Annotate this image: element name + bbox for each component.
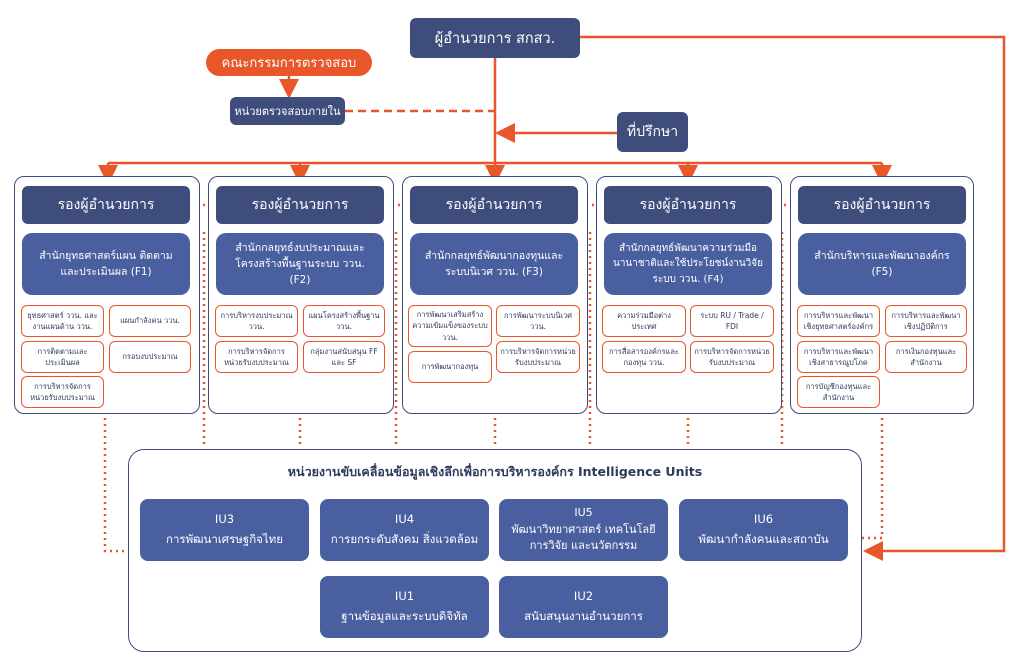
unit-f2-2: แผนโครงสร้างพื้นฐาน ววน. [303, 305, 385, 337]
deputy-director-f5: รองผู้อำนวยการ [798, 186, 966, 224]
internal-audit-box: หน่วยตรวจสอบภายใน [230, 97, 345, 125]
office-f4: สำนักกลยุทธ์พัฒนาความร่วมมือนานาชาติและใ… [604, 233, 772, 295]
iu3-box: IU3 การพัฒนาเศรษฐกิจไทย [140, 499, 309, 561]
iu2-code: IU2 [573, 589, 594, 604]
office-f5: สำนักบริหารและพัฒนาองค์กร (F5) [798, 233, 966, 295]
iu1-box: IU1 ฐานข้อมูลและระบบดิจิทัล [320, 576, 489, 638]
unit-f4-3: การสื่อสารองค์กรและกองทุน ววน. [602, 341, 686, 373]
office-f1: สำนักยุทธศาสตร์แผน ติดตามและประเมินผล (F… [22, 233, 190, 295]
iu6-box: IU6 พัฒนากำลังคนและสถาบัน [679, 499, 848, 561]
iu3-name: การพัฒนาเศรษฐกิจไทย [165, 532, 284, 546]
iu6-name: พัฒนากำลังคนและสถาบัน [698, 532, 829, 546]
unit-f2-4: กลุ่มงานสนับสนุน FF และ SF [303, 341, 385, 373]
deputy-director-f4: รองผู้อำนวยการ [604, 186, 772, 224]
iu2-box: IU2 สนับสนุนงานอำนวยการ [499, 576, 668, 638]
unit-f5-4: การเงินกองทุนและสำนักงาน [885, 341, 967, 373]
unit-f3-4: การบริหารจัดการหน่วยรับงบประมาณ [496, 341, 580, 373]
unit-f2-1: การบริหารงบประมาณ ววน. [215, 305, 298, 337]
unit-f3-1: การพัฒนาเสริมสร้างความเข้มแข็งของระบบ วว… [408, 305, 492, 347]
unit-f5-3: การบริหารและพัฒนาเชิงสาธารณูปโภค [797, 341, 880, 373]
audit-committee-box: คณะกรรมการตรวจสอบ [206, 49, 372, 76]
unit-f1-1: ยุทธศาสตร์ ววน. และงานแผนด้าน ววน. [21, 305, 104, 337]
unit-f5-5: การบัญชีกองทุนและสำนักงาน [797, 376, 880, 408]
iu1-name: ฐานข้อมูลและระบบดิจิทัล [341, 609, 468, 623]
unit-f4-4: การบริหารจัดการหน่วยรับงบประมาณ [690, 341, 774, 373]
unit-f2-3: การบริหารจัดการหน่วยรับงบประมาณ [215, 341, 298, 373]
iu5-code: IU5 [574, 506, 593, 520]
deputy-director-f2: รองผู้อำนวยการ [216, 186, 384, 224]
intelligence-units-title: หน่วยงานขับเคลื่อนข้อมูลเชิงลึกเพื่อการบ… [287, 464, 703, 479]
unit-f5-1: การบริหารและพัฒนาเชิงยุทธศาสตร์องค์กร [797, 305, 880, 337]
unit-f5-2: การบริหารและพัฒนาเชิงปฏิบัติการ [885, 305, 967, 337]
office-f2: สำนักกลยุทธ์งบประมาณและโครงสร้างพื้นฐานร… [216, 233, 384, 295]
unit-f1-4: กรอบงบประมาณ [109, 341, 191, 373]
unit-f1-5: การบริหารจัดการหน่วยรับงบประมาณ [21, 376, 104, 408]
iu3-code: IU3 [214, 512, 235, 527]
iu1-code: IU1 [394, 589, 415, 604]
iu4-code: IU4 [394, 512, 415, 527]
advisor-box: ที่ปรึกษา [617, 112, 688, 152]
unit-f1-2: แผนกำลังคน ววน. [109, 305, 191, 337]
unit-f4-1: ความร่วมมือต่างประเทศ [602, 305, 686, 337]
unit-f4-2: ระบบ RU / Trade / FDI [690, 305, 774, 337]
office-f3: สำนักกลยุทธ์พัฒนากองทุนและระบบนิเวศ ววน.… [410, 233, 578, 295]
unit-f3-3: การพัฒนากองทุน [408, 351, 492, 383]
iu6-code: IU6 [753, 512, 774, 527]
iu5-name: พัฒนาวิทยาศาสตร์ เทคโนโลยี การวิจัย และน… [511, 522, 656, 553]
iu2-name: สนับสนุนงานอำนวยการ [524, 609, 643, 623]
director-box: ผู้อำนวยการ สกสว. [410, 18, 580, 58]
iu4-name: การยกระดับสังคม สิ่งแวดล้อม [330, 532, 479, 546]
deputy-director-f3: รองผู้อำนวยการ [410, 186, 578, 224]
unit-f3-2: การพัฒนาระบบนิเวศ ววน. [496, 305, 580, 337]
iu5-box: IU5 พัฒนาวิทยาศาสตร์ เทคโนโลยี การวิจัย … [499, 499, 668, 561]
deputy-director-f1: รองผู้อำนวยการ [22, 186, 190, 224]
iu4-box: IU4 การยกระดับสังคม สิ่งแวดล้อม [320, 499, 489, 561]
unit-f1-3: การติดตามและประเมินผล [21, 341, 104, 373]
